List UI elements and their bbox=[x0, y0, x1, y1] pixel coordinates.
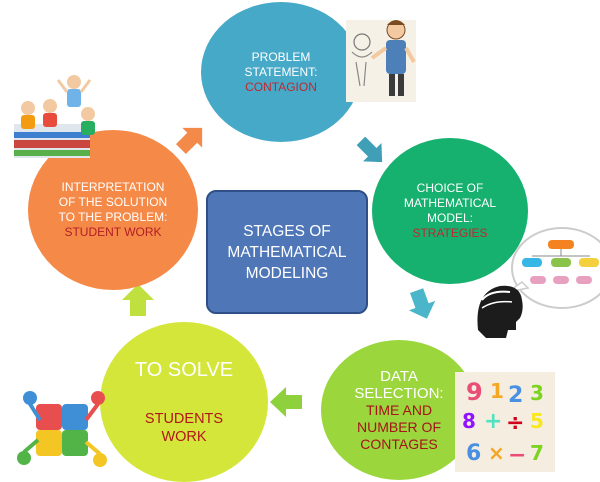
solve-highlight-line-2: WORK bbox=[161, 429, 207, 445]
arrow-data-to-solve bbox=[270, 387, 302, 417]
stage-data-selection: DATA SELECTION: TIME AND NUMBER OF CONTA… bbox=[321, 340, 477, 480]
problem-title-line-1: PROBLEM bbox=[251, 49, 311, 64]
interp-title-line-2: OF THE SOLUTION bbox=[58, 195, 168, 209]
model-title-line-1: CHOICE OF bbox=[416, 181, 484, 195]
solve-highlight-line-1: STUDENTS bbox=[144, 411, 224, 427]
data-highlight-line-2: NUMBER OF bbox=[357, 418, 441, 435]
interp-title-line-3: TO THE PROBLEM: bbox=[58, 210, 168, 224]
solve-title: TO SOLVE bbox=[134, 359, 234, 381]
center-line-3: MODELING bbox=[245, 264, 329, 282]
stage-to-solve: TO SOLVE STUDENTS WORK bbox=[100, 322, 268, 482]
stage-mathematical-model: CHOICE OF MATHEMATICAL MODEL: STRATEGIES bbox=[372, 138, 528, 284]
data-highlight-line-3: CONTAGES bbox=[360, 435, 438, 452]
problem-title-line-2: STATEMENT: bbox=[244, 64, 318, 79]
data-title-line-1: DATA bbox=[380, 367, 418, 385]
problem-highlight: CONTAGION bbox=[245, 79, 317, 94]
model-title-line-2: MATHEMATICAL bbox=[403, 196, 497, 210]
data-highlight-line-1: TIME AND bbox=[365, 401, 433, 418]
center-line-2: MATHEMATICAL bbox=[227, 243, 347, 261]
center-title-box: STAGES OF MATHEMATICAL MODELING bbox=[206, 190, 368, 314]
arrow-problem-to-model bbox=[356, 136, 383, 163]
interp-title-line-1: INTERPRETATION bbox=[61, 180, 165, 194]
arrow-interpretation-to-problem bbox=[175, 127, 203, 155]
center-line-1: STAGES OF bbox=[243, 222, 331, 240]
arrow-model-to-data bbox=[408, 288, 436, 319]
arrow-solve-to-interpretation bbox=[122, 284, 154, 316]
model-highlight: STRATEGIES bbox=[412, 226, 488, 240]
model-title-line-3: MODEL: bbox=[426, 211, 473, 225]
stage-problem-statement: PROBLEM STATEMENT: CONTAGION bbox=[201, 2, 361, 142]
interp-highlight: STUDENT WORK bbox=[64, 225, 162, 239]
stage-interpretation: INTERPRETATION OF THE SOLUTION TO THE PR… bbox=[28, 130, 198, 290]
data-title-line-2: SELECTION: bbox=[354, 384, 444, 402]
